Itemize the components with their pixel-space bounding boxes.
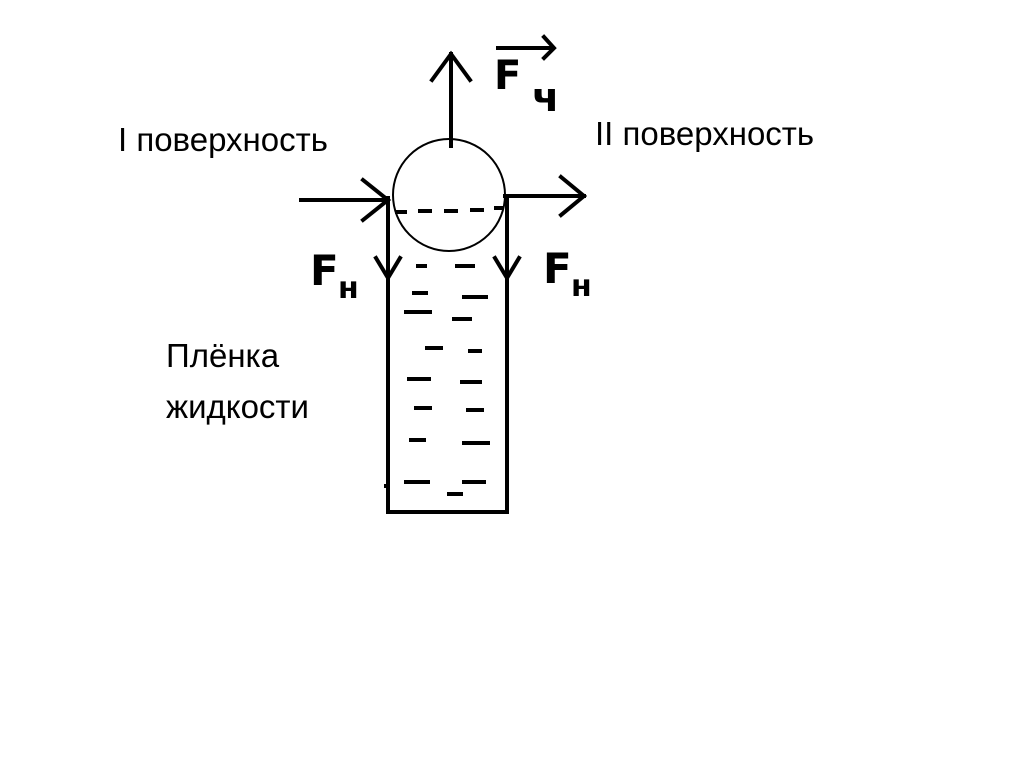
tension-arrow-right <box>492 255 522 282</box>
film-label-line1: Плёнка <box>166 337 280 374</box>
ring-circle <box>392 138 506 252</box>
upward-force-arrow <box>429 50 473 148</box>
tension-symbol-right-main: F <box>543 244 572 293</box>
tension-arrow-left <box>373 255 403 282</box>
force-symbol-main: F <box>494 53 522 99</box>
liquid-dashes <box>384 264 490 496</box>
film-frame <box>386 194 509 514</box>
film-label-line2: жидкости <box>166 388 309 425</box>
surface-two-label: II поверхность <box>595 115 815 152</box>
surface-one-label: I поверхность <box>118 121 328 158</box>
tension-symbol-left-sub: н <box>338 271 359 306</box>
left-surface-arrow <box>299 177 392 223</box>
force-symbol-sub: ч <box>532 75 560 121</box>
tension-symbol-right-sub: н <box>571 269 592 304</box>
vector-bar <box>496 34 557 61</box>
tension-symbol-left-main: F <box>310 246 339 295</box>
dashed-chord <box>395 206 503 214</box>
right-surface-arrow <box>503 174 588 218</box>
